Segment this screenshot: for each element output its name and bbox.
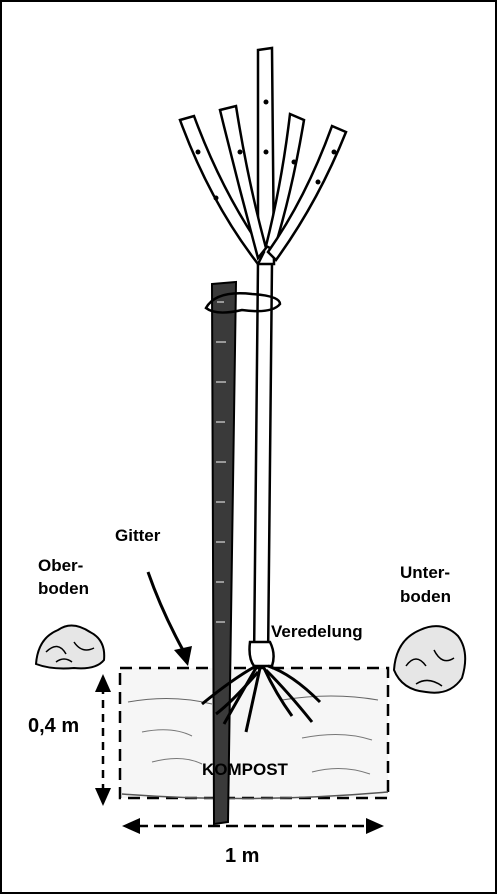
graft-union: [250, 642, 274, 666]
topsoil-heap: [36, 625, 104, 668]
label-oberboden-line1: Ober-: [38, 557, 83, 575]
label-gitter: Gitter: [115, 527, 160, 545]
tree-trunk: [254, 262, 272, 662]
label-oberboden-line2: boden: [38, 580, 89, 598]
width-arrow: [122, 818, 384, 834]
depth-arrow: [95, 674, 111, 806]
label-unterboden-line1: Unter-: [400, 564, 450, 582]
label-width: 1 m: [225, 845, 259, 867]
tree-branches: [180, 48, 346, 264]
label-depth: 0,4 m: [28, 715, 79, 737]
label-veredelung: Veredelung: [271, 623, 363, 641]
subsoil-heap: [394, 626, 465, 693]
gitter-pointer-arrow: [148, 572, 192, 666]
label-unterboden-line2: boden: [400, 588, 451, 606]
label-kompost: KOMPOST: [202, 761, 288, 779]
